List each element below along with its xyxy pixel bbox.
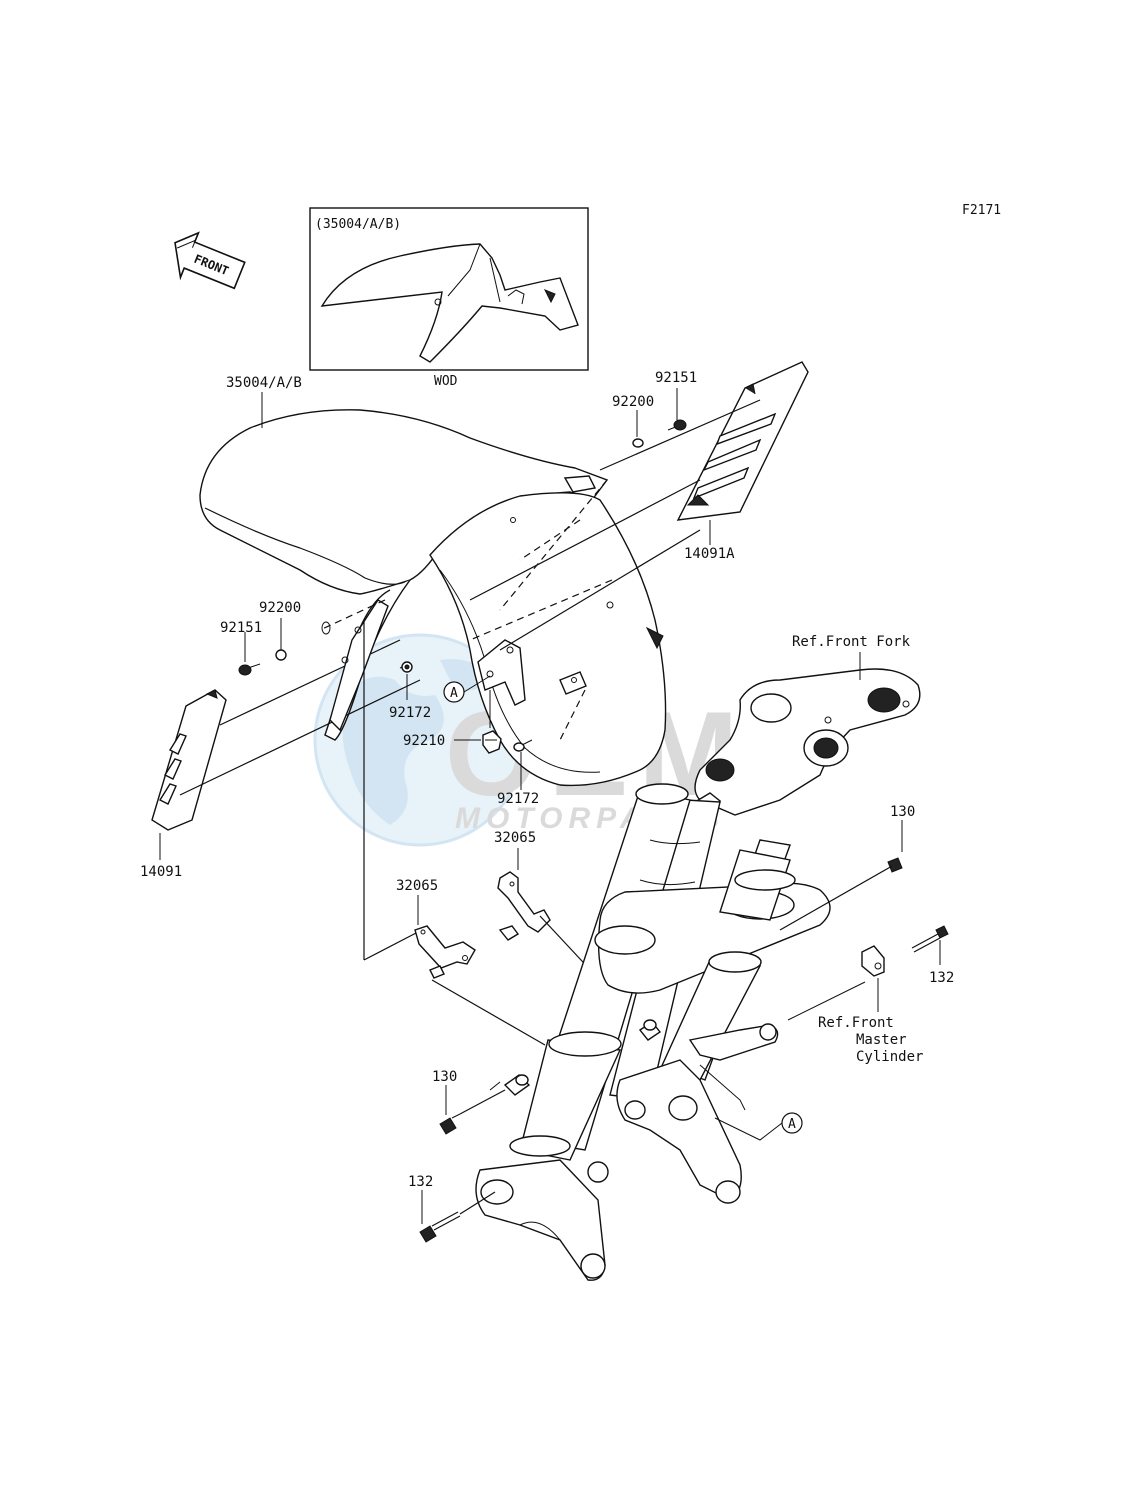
nut-92172-center — [513, 739, 533, 752]
callout-ref-fork: Ref.Front Fork — [792, 634, 911, 650]
nut-92172-left — [399, 661, 413, 673]
clamp-guide-diag — [363, 931, 419, 961]
callout-92200-left: 92200 — [259, 600, 301, 616]
guide-132-left — [459, 1191, 496, 1215]
bolt-132-right — [911, 925, 949, 953]
leader-marker-a-top — [463, 675, 491, 693]
callout-ref-master-1: Ref.Front — [818, 1015, 894, 1031]
bolt-132-left — [419, 1211, 461, 1243]
inset-title: (35004/A/B) — [315, 217, 401, 232]
bolt-130-right — [887, 857, 903, 873]
callout-92210: 92210 — [403, 733, 445, 749]
diagram-code: F2171 — [962, 203, 1001, 218]
callout-ref-master-3: Cylinder — [856, 1049, 923, 1065]
callout-130-right: 130 — [890, 804, 915, 820]
side-cover-right — [676, 361, 809, 521]
cover-right-guide-2 — [499, 529, 701, 651]
cover-right-guide-1 — [599, 399, 761, 471]
bolt-92151-right — [667, 419, 687, 431]
front-arrow-icon: FRONT — [174, 231, 246, 290]
leader-ref-master — [787, 981, 866, 1021]
side-cover-left — [151, 689, 227, 831]
bolt-130-left — [439, 1113, 461, 1135]
callout-92172-center: 92172 — [497, 791, 539, 807]
washer-92200-right — [632, 438, 644, 448]
inset-fender — [320, 243, 579, 363]
callout-92151-right: 92151 — [655, 370, 697, 386]
callout-132-right: 132 — [929, 970, 954, 986]
marker-a-top-label: A — [450, 686, 458, 701]
leader-marker-a-bottom — [714, 1117, 783, 1141]
cover-right-guide-3 — [469, 479, 701, 601]
marker-a-bottom: A — [781, 1112, 803, 1134]
watermark-continents — [342, 659, 490, 825]
callout-130-left: 130 — [432, 1069, 457, 1085]
clamp-guide-1 — [431, 979, 546, 1046]
cover-left-guide-2 — [179, 679, 421, 796]
callout-ref-master-2: Master — [856, 1032, 907, 1048]
guide-130-right — [779, 865, 893, 931]
callout-14091: 14091 — [140, 864, 182, 880]
hole-left — [321, 621, 331, 635]
bolt-92151-left — [238, 663, 261, 676]
washer-92200-left — [275, 649, 287, 661]
clip-nut-92210 — [482, 730, 502, 754]
front-fork-assembly — [475, 668, 921, 1281]
brake-hose-clamp-lower — [414, 925, 476, 979]
dashed-guide-4 — [559, 689, 586, 741]
inset-caption: WOD — [434, 374, 458, 389]
dashed-guide-3 — [519, 519, 581, 561]
master-cylinder-clamp — [861, 945, 885, 977]
callout-32065-upper: 32065 — [494, 830, 536, 846]
front-fender — [199, 409, 667, 787]
callout-92151-left: 92151 — [220, 620, 262, 636]
callout-92172-left: 92172 — [389, 705, 431, 721]
guide-130-left — [459, 1089, 506, 1115]
marker-a-bottom-label: A — [788, 1117, 796, 1132]
dashed-guide-1 — [499, 479, 608, 611]
dashed-guide-2 — [469, 579, 613, 641]
callout-32065-lower: 32065 — [396, 878, 438, 894]
callout-14091A: 14091A — [684, 546, 735, 562]
inset-variant-box: (35004/A/B) WOD — [309, 207, 589, 389]
brake-hose-clamp-upper — [497, 871, 551, 941]
callout-92200-right: 92200 — [612, 394, 654, 410]
fender-left-bracket — [329, 599, 389, 732]
callout-132-left: 132 — [408, 1174, 433, 1190]
callout-35004: 35004/A/B — [226, 375, 302, 391]
marker-a-top: A — [443, 681, 465, 703]
